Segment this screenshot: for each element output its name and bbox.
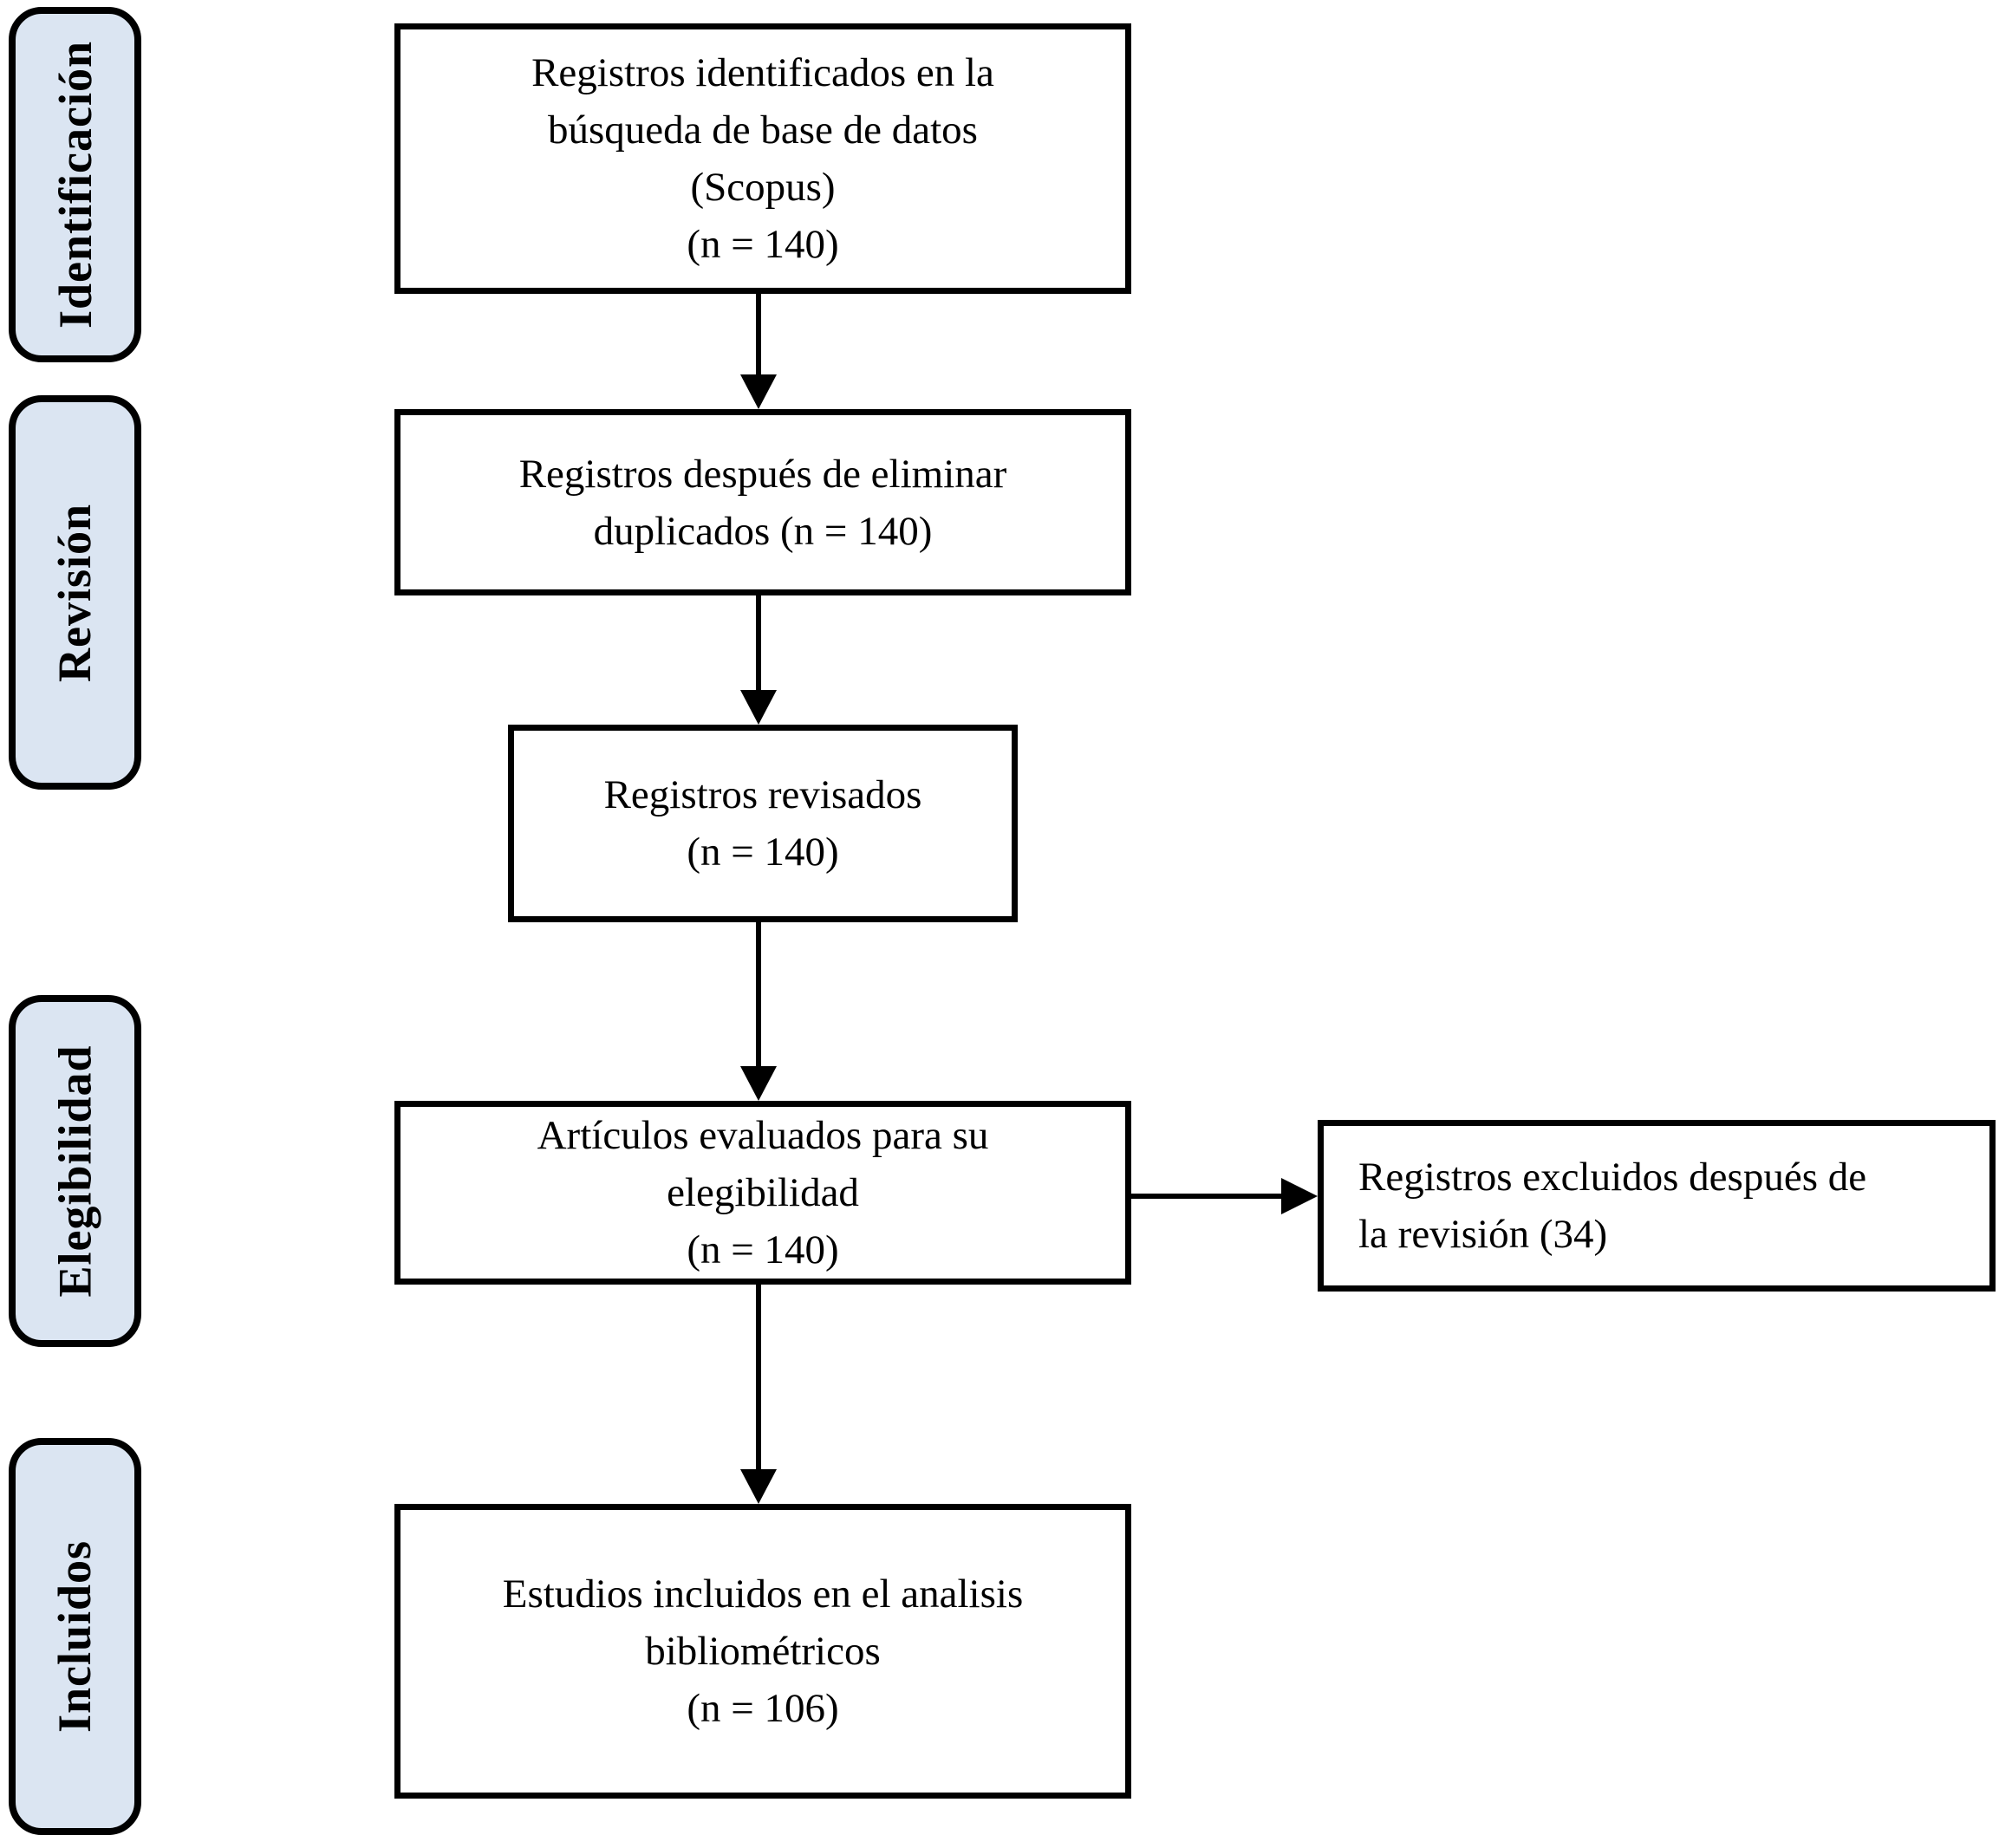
stage-included-label: Incluidos (49, 1539, 101, 1734)
box-text-line: bibliométricos (645, 1629, 881, 1674)
box-duplicates-removed: Registros después de eliminar duplicados… (394, 409, 1131, 595)
box-text-line: Artículos evaluados para su (537, 1113, 989, 1158)
stage-review-label: Revisión (49, 503, 101, 682)
stage-review: Revisión (9, 395, 141, 790)
arrow-line (756, 922, 761, 1070)
arrow-right-head-icon (1281, 1178, 1318, 1214)
box-text-line: duplicados (n = 140) (593, 508, 933, 554)
stage-identification: Identificación (9, 7, 141, 362)
box-text-line: Registros identificados en la (531, 50, 994, 95)
box-text-line: (n = 140) (687, 830, 839, 875)
box-text-line: búsqueda de base de datos (548, 107, 978, 153)
box-studies-included: Estudios incluidos en el analisis biblio… (394, 1504, 1131, 1799)
arrow-down-head-icon (740, 690, 777, 725)
box-records-screened: Registros revisados (n = 140) (508, 725, 1018, 922)
box-text-line: Registros después de eliminar (518, 451, 1007, 497)
stage-included: Incluidos (9, 1438, 141, 1835)
box-text-line: (n = 140) (687, 1227, 839, 1272)
arrow-line (756, 294, 761, 379)
box-text-line: Registros revisados (603, 772, 922, 817)
arrow-line (756, 595, 761, 694)
stage-eligibility: Elegibilidad (9, 995, 141, 1347)
box-text-line: Registros excluidos después de (1358, 1155, 1867, 1200)
arrow-line (756, 1285, 761, 1473)
box-records-excluded: Registros excluidos después de la revisi… (1318, 1120, 1996, 1292)
box-text-line: la revisión (34) (1358, 1212, 1608, 1257)
stage-identification-label: Identificación (49, 41, 101, 329)
arrow-line (1131, 1194, 1285, 1199)
arrow-down-head-icon (740, 1469, 777, 1504)
box-text-line: (n = 140) (687, 222, 839, 267)
stage-eligibility-label: Elegibilidad (49, 1044, 101, 1298)
arrow-down-head-icon (740, 374, 777, 409)
box-records-identified: Registros identificados en la búsqueda d… (394, 23, 1131, 294)
box-text-line: elegibilidad (667, 1170, 859, 1215)
box-text-line: Estudios incluidos en el analisis (502, 1571, 1024, 1617)
box-text-line: (n = 106) (687, 1686, 839, 1731)
box-text-line: (Scopus) (690, 165, 836, 210)
arrow-down-head-icon (740, 1066, 777, 1101)
box-assessed-eligibility: Artículos evaluados para su elegibilidad… (394, 1101, 1131, 1285)
